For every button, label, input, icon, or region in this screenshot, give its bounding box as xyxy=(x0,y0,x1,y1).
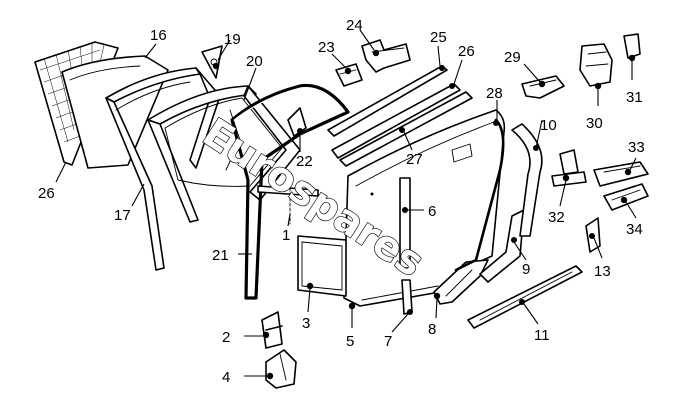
callout-17: 17 xyxy=(114,207,131,224)
callout-15: 26 xyxy=(38,185,55,202)
part-30-lock-actuator[interactable] xyxy=(579,43,613,90)
part-28-door-seal-rear[interactable] xyxy=(454,118,505,272)
part-24-outer-door-handle[interactable] xyxy=(361,39,411,73)
part-7-door-strip-lower[interactable] xyxy=(401,279,413,315)
callout-27: 27 xyxy=(406,151,423,168)
part-23-outer-handle-bracket[interactable] xyxy=(335,63,363,87)
callout-30: 30 xyxy=(586,115,603,132)
part-31-door-striker[interactable] xyxy=(623,33,641,62)
callout-22: 22 xyxy=(296,153,313,170)
callout-8: 8 xyxy=(428,321,436,338)
part-2-door-hinge-upper[interactable] xyxy=(261,311,283,349)
callout-23: 23 xyxy=(318,39,335,56)
part-5-door-check-strap[interactable] xyxy=(348,302,356,310)
part-21-door-weatherstrip[interactable] xyxy=(230,83,350,300)
callout-25: 25 xyxy=(430,29,447,46)
part-25-waist-seal-outer[interactable] xyxy=(327,65,448,137)
callout-20: 20 xyxy=(246,53,263,70)
callout-1: 1 xyxy=(282,227,290,244)
callout-2: 2 xyxy=(222,329,230,346)
part-32-inner-handle[interactable] xyxy=(551,149,587,187)
part-29-door-lock[interactable] xyxy=(521,75,565,99)
callout-9: 9 xyxy=(522,261,530,278)
callout-16: 16 xyxy=(150,27,167,44)
callout-labels: 26 16 17 19 20 21 22 1 23 24 25 26 27 28… xyxy=(38,17,645,386)
leader-lines xyxy=(55,29,637,377)
callout-31: 31 xyxy=(626,89,643,106)
callout-32: 32 xyxy=(548,209,565,226)
callout-11: 11 xyxy=(534,327,550,344)
callout-28: 28 xyxy=(486,85,503,102)
callout-5: 5 xyxy=(346,333,354,350)
part-34-pull-handle[interactable] xyxy=(603,183,649,211)
part-27-door-moulding[interactable] xyxy=(339,91,473,167)
part-8-door-latch[interactable] xyxy=(433,259,489,305)
part-11-sill-moulding[interactable] xyxy=(467,265,583,329)
part-26-waist-seal-inner[interactable] xyxy=(331,83,461,159)
part-6-door-strip-vertical[interactable] xyxy=(399,177,411,269)
part-4-door-hinge-lower[interactable] xyxy=(265,349,297,389)
part-3-inner-panel[interactable] xyxy=(297,235,347,297)
part-1-window-regulator[interactable] xyxy=(257,185,319,225)
callout-29: 29 xyxy=(504,49,521,66)
callout-6: 6 xyxy=(428,203,436,220)
door-shell[interactable] xyxy=(343,109,506,307)
callout-3: 3 xyxy=(302,315,310,332)
part-19-mirror-bracket[interactable] xyxy=(201,45,223,79)
part-33-switch-bezel[interactable] xyxy=(593,161,649,187)
callout-10: 10 xyxy=(540,117,557,134)
callout-26: 26 xyxy=(458,43,475,60)
callout-7: 7 xyxy=(384,333,392,350)
callout-4: 4 xyxy=(222,369,230,386)
callout-13: 13 xyxy=(594,263,611,280)
callout-34: 34 xyxy=(626,221,643,238)
callout-19: 19 xyxy=(224,31,241,48)
part-22-door-pillar-trim[interactable] xyxy=(287,107,307,137)
callout-33: 33 xyxy=(628,139,645,156)
callout-24: 24 xyxy=(346,17,363,34)
callout-21: 21 xyxy=(212,247,229,264)
